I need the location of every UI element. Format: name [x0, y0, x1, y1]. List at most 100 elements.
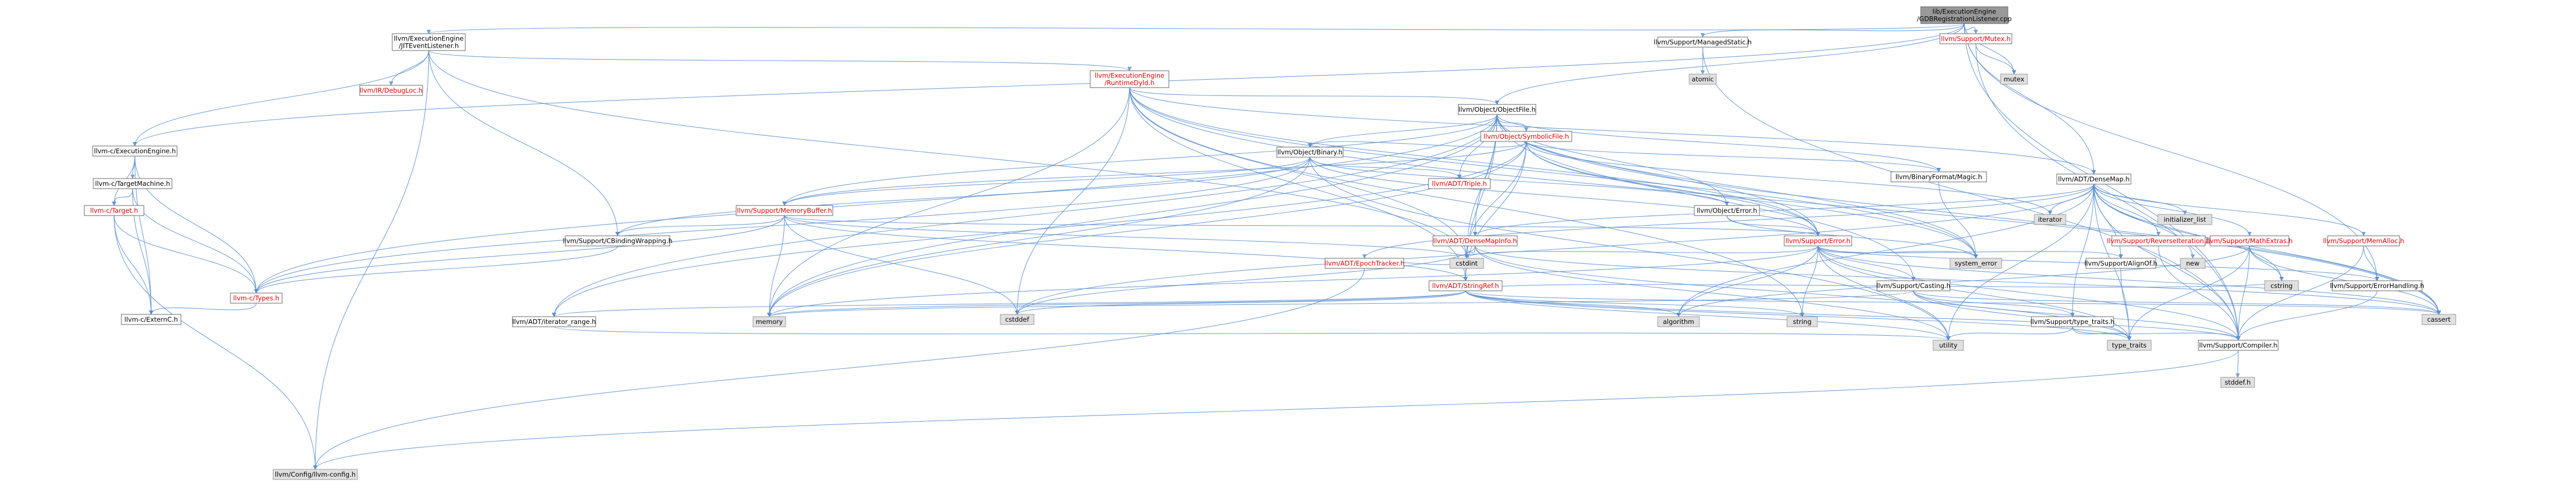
include-edge: [1963, 23, 2379, 281]
include-edge: [1496, 114, 2441, 315]
include-edge: [1015, 184, 2094, 315]
node-symbolicfile[interactable]: llvm/Object/SymbolicFile.h: [1480, 131, 1572, 142]
node-triple[interactable]: llvm/ADT/Triple.h: [1428, 178, 1491, 189]
node-casting[interactable]: llvm/Support/Casting.h: [1876, 280, 1951, 291]
node-epoch[interactable]: llvm/ADT/EpochTracker.h: [1325, 258, 1404, 269]
node-managedstatic[interactable]: llvm/Support/ManagedStatic.h: [1654, 36, 1752, 48]
node-box: [2085, 258, 2156, 269]
node-cassert: cassert: [2421, 314, 2456, 325]
include-edge: [254, 114, 1498, 294]
include-edge: [1129, 87, 1468, 281]
include-edge: [1975, 43, 2016, 75]
include-edge: [1473, 184, 2094, 236]
node-label: llvm/ADT/StringRef.h: [1432, 282, 1499, 290]
include-edge: [1913, 290, 2241, 341]
include-edge: [1817, 245, 1916, 281]
node-box: [1090, 70, 1169, 88]
node-sup-error[interactable]: llvm/Support/Error.h: [1784, 235, 1852, 246]
node-label: llvm/ExecutionEngine: [1095, 72, 1164, 80]
node-box: [1939, 33, 2012, 44]
include-edge: [1465, 290, 2131, 341]
include-edge: [114, 215, 153, 315]
node-label: memory: [756, 318, 783, 326]
include-edge: [552, 114, 1498, 317]
node-label: system_error: [1954, 259, 1997, 267]
node-label: llvm/Support/CBindingWrapping.h: [563, 237, 672, 245]
node-alignof[interactable]: llvm/Support/AlignOf.h: [2084, 258, 2157, 269]
node-llvmc-types[interactable]: llvm-c/Types.h: [230, 293, 283, 304]
node-label: cstdint: [1455, 259, 1478, 267]
node-box: [1933, 340, 1964, 351]
include-edge: [2249, 245, 2284, 281]
node-jitevent[interactable]: llvm/ExecutionEngine/JITEventListener.h: [392, 33, 466, 51]
include-edge: [615, 215, 785, 236]
node-itrange[interactable]: llvm/ADT/iterator_range.h: [512, 316, 596, 327]
node-label: atomic: [1691, 75, 1713, 83]
node-box: [93, 178, 173, 189]
include-edge: [2093, 184, 2241, 341]
node-label: utility: [1939, 341, 1958, 349]
node-algorithm: algorithm: [1657, 316, 1700, 327]
include-edge: [767, 157, 1310, 317]
include-edge: [132, 188, 258, 294]
include-edge: [1975, 43, 2241, 341]
include-edge: [2093, 184, 2284, 281]
node-label: algorithm: [1663, 318, 1694, 326]
node-irdebugloc[interactable]: llvm/IR/DebugLoc.h: [359, 85, 423, 96]
node-box: [1657, 316, 1700, 327]
node-label: llvm/ADT/iterator_range.h: [513, 318, 596, 326]
node-cbinding[interactable]: llvm/Support/CBindingWrapping.h: [563, 235, 673, 246]
node-box: [230, 293, 283, 304]
node-mutex: mutex: [2000, 74, 2028, 85]
include-edge: [1464, 245, 1476, 259]
include-edge: [254, 157, 1310, 294]
node-binformat[interactable]: llvm/BinaryFormat/Magic.h: [1890, 171, 1987, 182]
node-compiler[interactable]: llvm/Support/Compiler.h: [2198, 340, 2279, 351]
node-label: llvm/Support/ErrorHandling.h: [2330, 282, 2424, 290]
include-edge: [313, 268, 1365, 470]
edges-layer: [112, 23, 2441, 470]
node-box: [2327, 235, 2400, 246]
node-objectfile[interactable]: llvm/Object/ObjectFile.h: [1458, 104, 1536, 115]
node-errhandling[interactable]: llvm/Support/ErrorHandling.h: [2330, 280, 2424, 291]
node-llvmc-externc[interactable]: llvm-c/ExternC.h: [121, 314, 182, 325]
node-box: [92, 145, 178, 157]
node-label: llvm/Object/Binary.h: [1277, 148, 1343, 156]
node-runtimedyld[interactable]: llvm/ExecutionEngine/RuntimeDyld.h: [1090, 70, 1169, 88]
node-mathextras[interactable]: llvm/Support/MathExtras.h: [2206, 235, 2293, 246]
include-edge: [782, 141, 1527, 206]
node-typetraits-h[interactable]: llvm/Support/type_traits.h: [2030, 316, 2115, 327]
node-binary[interactable]: llvm/Object/Binary.h: [1276, 147, 1344, 158]
node-system-error: system_error: [1949, 258, 2002, 269]
node-memalloc[interactable]: llvm/Support/MemAlloc.h: [2323, 235, 2404, 246]
include-edge: [1465, 280, 2284, 291]
node-box: [2056, 173, 2131, 185]
include-edge: [1308, 114, 1498, 148]
node-label: llvm/Support/Compiler.h: [2199, 341, 2277, 349]
node-membuf[interactable]: llvm/Support/MemoryBuffer.h: [736, 205, 833, 216]
include-edge: [1309, 157, 1820, 236]
include-edge: [1475, 245, 1951, 341]
node-type-traits: type_traits: [2107, 340, 2152, 351]
node-box: [2031, 316, 2114, 327]
include-edge: [1465, 290, 1681, 317]
node-llvmc-ee[interactable]: llvm-c/ExecutionEngine.h: [92, 145, 178, 157]
node-label: llvm/Object/ObjectFile.h: [1458, 106, 1535, 113]
node-densemapinfo[interactable]: llvm/ADT/DenseMapInfo.h: [1432, 235, 1518, 246]
include-edge: [784, 215, 1820, 236]
node-reverseit[interactable]: llvm/Support/ReverseIteration.h: [2107, 235, 2210, 246]
node-box: [2220, 377, 2255, 388]
node-box: [84, 205, 144, 216]
include-edge: [2236, 245, 2250, 341]
include-edge: [133, 50, 429, 147]
node-llvmc-tm[interactable]: llvm-c/TargetMachine.h: [93, 178, 173, 189]
node-densemap[interactable]: llvm/ADT/DenseMap.h: [2056, 173, 2131, 185]
include-edge: [2120, 268, 2131, 341]
node-box: [1000, 314, 1035, 325]
node-box: [2111, 235, 2206, 246]
include-edge: [782, 114, 1498, 206]
node-mutex-h[interactable]: llvm/Support/Mutex.h: [1939, 33, 2012, 44]
node-objerror[interactable]: llvm/Object/Error.h: [1694, 205, 1760, 216]
node-llvmc-target[interactable]: llvm-c/Target.h: [84, 205, 144, 216]
node-stringref[interactable]: llvm/ADT/StringRef.h: [1428, 280, 1503, 291]
